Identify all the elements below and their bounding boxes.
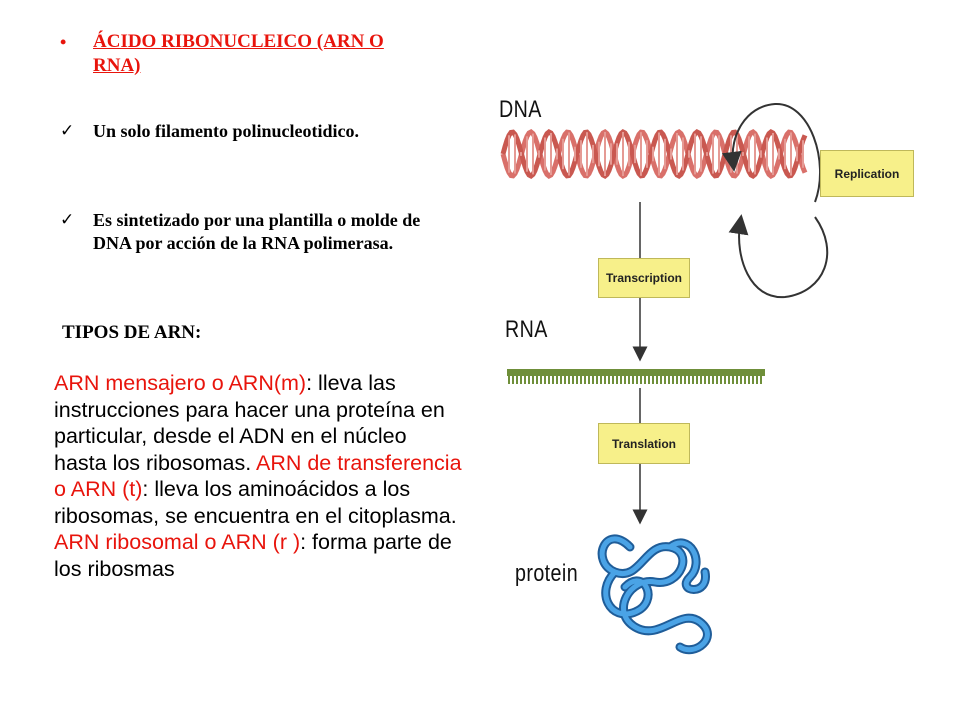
bullet-text: Un solo filamento polinucleotidico. (93, 121, 360, 141)
checkmark-icon: ✓ (60, 121, 75, 141)
central-dogma-diagram: DNA RNA protein Replication Transcriptio… (495, 92, 925, 662)
bullet-item: ✓ Un solo filamento polinucleotidico. (60, 120, 460, 143)
type-name-rrna: ARN ribosomal o ARN (r ) (54, 530, 301, 554)
rna-strand-icon (507, 369, 765, 384)
type-name-mrna: ARN mensajero o ARN(m) (54, 371, 307, 395)
bullet-text: Es sintetizado por una plantilla o molde… (93, 210, 421, 253)
type-desc-rrna: : forma parte de los ribosmas (54, 530, 452, 581)
type-name-trna: ARN de transferencia o ARN (t) (54, 450, 462, 502)
bullet-item: ✓ Es sintetizado por una plantilla o mol… (60, 209, 450, 255)
title-block: • ÁCIDO RIBONUCLEICO (ARN O RNA) (60, 30, 420, 78)
slide-title: ÁCIDO RIBONUCLEICO (ARN O RNA) (93, 31, 384, 76)
types-description: ARN mensajero o ARN(m): lleva las instru… (54, 370, 464, 582)
type-desc-trna: : lleva los aminoácidos a los ribosomas,… (54, 477, 457, 528)
protein-label: protein (515, 560, 579, 587)
protein-structure-icon (597, 534, 712, 655)
replication-loop-arrow-icon (721, 102, 821, 203)
replication-return-arrow-icon (728, 214, 829, 299)
bullet-dot-icon: • (60, 32, 67, 52)
dna-helix-icon (500, 129, 808, 179)
transcription-box: Transcription (598, 258, 690, 298)
types-heading: TIPOS DE ARN: (62, 322, 202, 343)
translation-box: Translation (598, 423, 690, 464)
replication-box: Replication (820, 150, 914, 197)
type-desc-mrna: : lleva las instrucciones para hacer una… (54, 371, 445, 475)
rna-label: RNA (505, 316, 548, 343)
checkmark-icon: ✓ (60, 210, 75, 230)
dna-label: DNA (499, 96, 542, 123)
